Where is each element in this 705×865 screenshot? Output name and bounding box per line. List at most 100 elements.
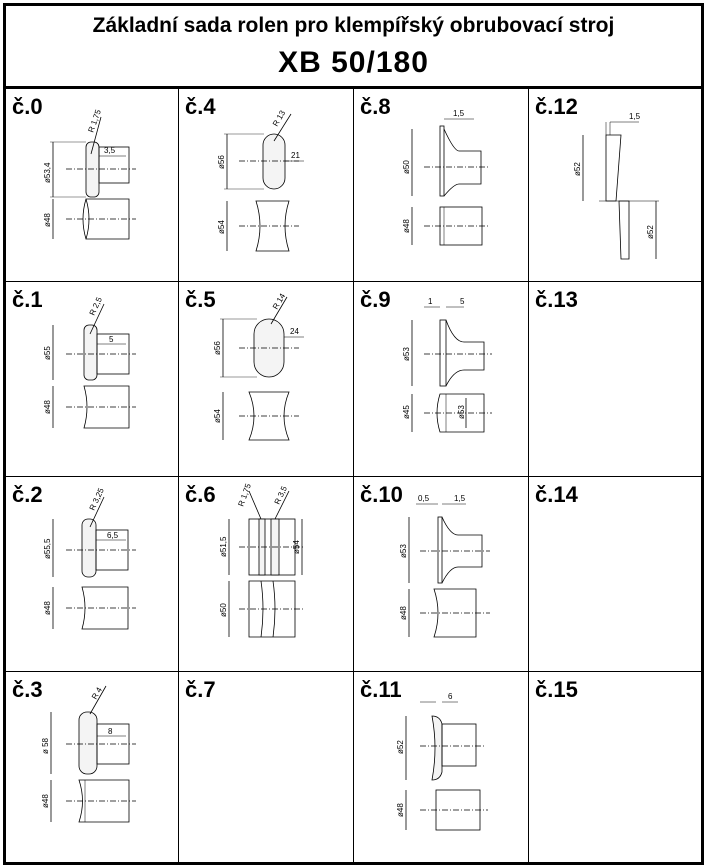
roller-cell-9: č.9 1 5 ø53 ø45 ø53 [354, 282, 529, 477]
leader-line [89, 303, 105, 335]
leader-line [273, 113, 292, 142]
roller-label: č.13 [535, 287, 578, 312]
dim-text: 1,5 [453, 109, 465, 118]
roller-label: č.10 [360, 482, 403, 507]
dim-text: 21 [291, 151, 300, 160]
dim-text: R 4 [90, 685, 104, 701]
leader-line [274, 490, 290, 520]
roller-cell-4: č.4 21 R 13 ø56 ø54 [179, 89, 354, 282]
roller-drawing: R 1,75 R 3,5 ø51,5 ø54 ø50 [219, 482, 305, 638]
dim-text: ø53 [402, 347, 411, 361]
dim-text: ø55 [43, 346, 52, 360]
roller-cell-8: č.8 1,5 ø50 ø48 [354, 89, 529, 282]
dim-text: ø54 [292, 540, 301, 554]
roller-shaft [441, 723, 477, 767]
roller-lower-profile [85, 198, 130, 240]
roller-disc [262, 133, 286, 190]
dim-text: ø53 [457, 405, 466, 419]
roller-label: č.12 [535, 94, 578, 119]
roller-flange [431, 715, 443, 781]
roller-cell-6: č.6 R 1,75 R 3,5 ø51,5 ø54 ø50 [179, 477, 354, 672]
dim-text: 3,5 [104, 146, 116, 155]
dim-text: 6,5 [107, 531, 119, 540]
roller-drawing: 1,5 ø52 ø52 [573, 112, 659, 260]
roller-lower-profile [433, 588, 477, 638]
header: Základní sada rolen pro klempířský obrub… [6, 6, 701, 89]
dim-text: ø55,5 [43, 538, 52, 559]
roller-lower-profile [83, 385, 130, 429]
dim-text: ø53 [399, 544, 408, 558]
roller-drawing: 21 R 13 ø56 ø54 [217, 108, 304, 252]
roller-cell-2: č.2 6,5 R 3,25 ø55,5 ø48 [6, 477, 179, 672]
roller-drawing: 1,5 ø50 ø48 [402, 109, 489, 246]
roller-drawing: 6,5 R 3,25 ø55,5 ø48 [43, 486, 136, 630]
roller-upper-profile [605, 134, 622, 202]
dim-text: ø52 [646, 225, 655, 239]
roller-upper-profile [441, 516, 483, 584]
roller-label: č.8 [360, 94, 391, 119]
roller-flange [81, 518, 97, 578]
dim-text: R 13 [271, 108, 288, 128]
roller-drawing: 3,5 R 1,75 ø53,4 ø48 [43, 108, 136, 240]
dim-text: R 2,5 [88, 295, 104, 317]
roller-cell-1: č.1 5 R 2,5 ø55 ø48 [6, 282, 179, 477]
machine-model: XB 50/180 [278, 46, 429, 79]
dim-text: 5 [109, 335, 114, 344]
dim-text: ø52 [396, 740, 405, 754]
dim-text: ø53,4 [43, 162, 52, 183]
dim-text: 5 [460, 297, 465, 306]
dim-text: 6 [448, 692, 453, 701]
leader-line [90, 116, 102, 155]
dim-text: 1,5 [454, 494, 466, 503]
roller-cell-7: č.7 [179, 672, 354, 862]
roller-cell-5: č.5 24 R 14 ø56 ø54 [179, 282, 354, 477]
roller-drawing: 24 R 14 ø56 ø54 [213, 291, 304, 441]
roller-label: č.4 [185, 94, 216, 119]
roller-cell-0: č.0 3,5 R 1,75 ø53,4 ø48 [6, 89, 179, 282]
roller-cell-13: č.13 [529, 282, 701, 477]
roller-label: č.3 [12, 677, 43, 702]
dim-text: ø48 [41, 794, 50, 808]
roller-cell-14: č.14 [529, 477, 701, 672]
dim-text: ø54 [213, 409, 222, 423]
dim-text: ø 58 [41, 737, 50, 754]
roller-lower-profile [248, 580, 296, 638]
roller-upper-profile [443, 128, 482, 197]
dim-text: 1 [428, 297, 433, 306]
dim-text: ø48 [43, 601, 52, 615]
dim-text: ø48 [43, 213, 52, 227]
roller-lower-profile [618, 200, 630, 260]
roller-flange [85, 141, 100, 198]
dim-text: 24 [290, 327, 299, 336]
roller-flange [78, 711, 98, 775]
roller-cell-11: č.11 6 ø52 ø48 [354, 672, 529, 862]
roller-grid: č.0 3,5 R 1,75 ø53,4 ø48 č.4 [6, 89, 701, 862]
dim-text: 8 [108, 727, 113, 736]
document-title: Základní sada rolen pro klempířský obrub… [92, 14, 615, 37]
roller-label: č.14 [535, 482, 578, 507]
roller-lower-profile [81, 586, 129, 630]
roller-label: č.15 [535, 677, 578, 702]
roller-label: č.7 [185, 677, 216, 702]
roller-drawing: 8 R 4 ø 58 ø48 [41, 685, 136, 823]
roller-lower-profile [436, 393, 485, 433]
dim-text: ø50 [402, 160, 411, 174]
roller-shaft [98, 146, 130, 184]
roller-drawing: 6 ø52 ø48 [396, 692, 488, 831]
roller-flange [439, 125, 445, 197]
leader-line [270, 296, 288, 325]
leader-line [89, 496, 105, 528]
dim-text: ø48 [399, 606, 408, 620]
dim-text: ø52 [573, 162, 582, 176]
roller-cell-15: č.15 [529, 672, 701, 862]
roller-drawing: 1 5 ø53 ø45 ø53 [402, 297, 492, 433]
roller-lower-profile [255, 200, 290, 252]
roller-lower-profile [78, 779, 130, 823]
dim-text: ø50 [219, 603, 228, 617]
roller-label: č.0 [12, 94, 43, 119]
roller-upper-profile [445, 319, 485, 387]
roller-cell-3: č.3 8 R 4 ø 58 ø48 [6, 672, 179, 862]
dim-text: ø56 [213, 341, 222, 355]
dim-text: 0,5 [418, 494, 430, 503]
leader-line [89, 685, 107, 715]
